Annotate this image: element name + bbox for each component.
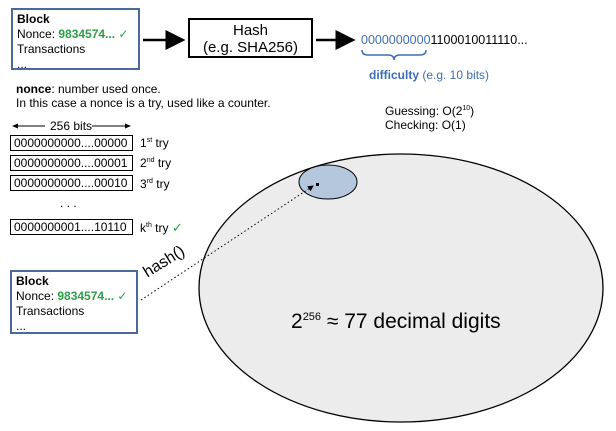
tries-ellipsis: . . . [60,196,77,210]
difficulty-term: difficulty [369,68,419,82]
nonce-term: nonce [16,82,52,96]
hash-output: 00000000001100010011110... [361,33,528,47]
hash-output-leading-zeros: 0000000000 [361,33,431,47]
bits-label: 256 bits [50,119,93,133]
check-icon: ✓ [117,289,128,303]
block-top-transactions: Transactions [17,42,86,56]
nonce-def-line2: In this case a nonce is a try, used like… [16,96,271,110]
try-row-2-value: 0000000000....00001 [10,155,133,171]
try-row-3-label: 3rd try [140,177,170,191]
hash-box-subtitle: (e.g. SHA256) [202,39,299,56]
guessing-complexity: Guessing: O(210) [385,104,475,118]
try-row-1-label: 1st try [140,136,169,150]
difficulty-brace [361,49,427,61]
block-top-nonce: Nonce: 9834574... ✓ [17,27,129,41]
block-bottom-transactions: Transactions [16,304,85,318]
block-top: Block Nonce: 9834574... ✓ Transactions .… [11,8,140,71]
block-top-more: ... [17,57,28,71]
check-icon: ✓ [171,220,183,235]
nonce-definition: nonce: number used once. In this case a … [16,82,271,110]
block-bottom-nonce-value: 9834574... [57,289,115,303]
hash-space-size: 2256 ≈ 77 decimal digits [291,310,501,333]
valid-hash-region [298,164,358,200]
try-row-1-value: 0000000000....00000 [10,135,133,151]
hash-function-box: Hash (e.g. SHA256) [188,18,313,58]
check-icon: ✓ [118,27,129,41]
block-top-title: Block [17,12,50,26]
block-bottom: Block Nonce: 9834574... ✓ Transactions .… [10,270,138,334]
try-row-k-label: kth try ✓ [140,220,183,236]
difficulty-note: (e.g. 10 bits) [419,68,490,82]
try-row-3-value: 0000000000....00010 [10,175,133,191]
target-point [316,183,319,186]
bits-arrowhead-left [12,123,18,129]
difficulty-label: difficulty (e.g. 10 bits) [369,68,489,82]
try-row-k-value: 0000000001....10110 [10,219,133,235]
nonce-def-text: : number used once. [51,82,161,96]
complexity-notes: Guessing: O(210) Checking: O(1) [385,102,474,132]
try-row-2-label: 2nd try [140,156,172,170]
hash-output-rest: 1100010011110... [430,33,528,47]
block-bottom-more: ... [16,319,27,333]
bits-arrowhead-right [125,123,131,129]
block-bottom-title: Block [16,274,49,288]
hash-box-title: Hash [232,22,269,39]
checking-complexity: Checking: O(1) [385,118,466,132]
hash-space-ellipse [198,153,604,423]
block-top-nonce-value: 9834574... [58,27,116,41]
block-bottom-nonce: Nonce: 9834574... ✓ [16,289,128,303]
